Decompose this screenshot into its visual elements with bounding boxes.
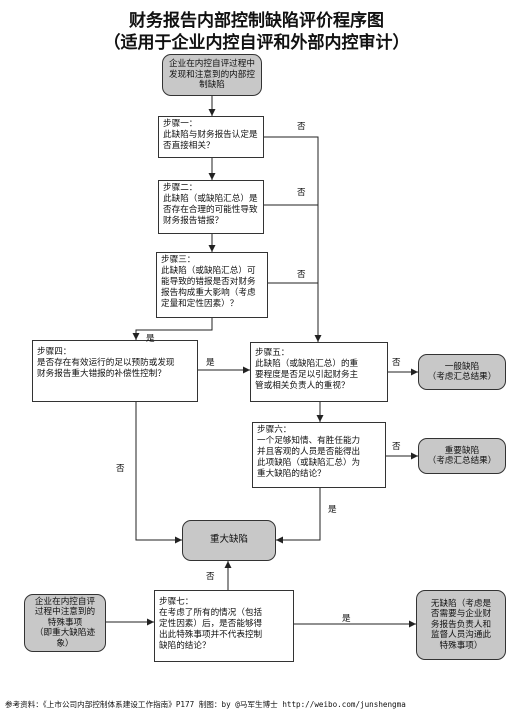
label-step5-no: 否: [392, 358, 401, 368]
step3-box: 步骤三： 此缺陷（或缺陷汇总）可 能导致的错报是否对财务 报告构成重大影响（考虑…: [156, 252, 268, 318]
step6-box: 步骤六： 一个足够知情、有胜任能力 并且客观的人员是否能得出 此项缺陷（或缺陷汇…: [252, 422, 386, 488]
start-node: 企业在内控自评过程中 发现和注意到的内部控 制缺陷: [162, 54, 262, 96]
step1-box: 步骤一： 此缺陷与财务报告认定是 否直接相关？: [158, 116, 264, 158]
general-defect-node: 一般缺陷 （考虑汇总结果）: [418, 354, 506, 390]
step5-box: 步骤五： 此缺陷（或缺陷汇总）的重 要程度是否足以引起财务主 管或相关负责人的重…: [250, 342, 388, 402]
footer-reference: 参考资料：《上市公司内部控制体系建设工作指南》P177 制图：by @马军生博士…: [5, 700, 406, 709]
diagram-subtitle: （适用于企业内控自评和外部内控审计）: [103, 33, 410, 53]
label-step4-no: 否: [116, 464, 125, 474]
label-step3-yes: 是: [146, 334, 155, 344]
important-defect-node: 重要缺陷 （考虑汇总结果）: [418, 438, 506, 474]
label-step7-yes: 是: [342, 614, 351, 624]
diagram-title: 财务报告内部控制缺陷评价程序图: [129, 11, 384, 31]
label-step2-no: 否: [297, 188, 306, 198]
label-step3-no: 否: [297, 270, 306, 280]
step4-box: 步骤四： 是否存在有效运行的足以预防或发现 财务报告重大错报的补偿性控制？: [32, 340, 198, 402]
major-defect-node: 重大缺陷: [182, 520, 276, 561]
step7-box: 步骤七： 在考虑了所有的情况（包括 定性因素）后，是否能够得 出此特殊事项并不代…: [154, 590, 294, 662]
label-step1-no: 否: [297, 122, 306, 132]
special-matters-node: 企业在内控自评 过程中注意到的 特殊事项 （即重大缺陷迹 象）: [24, 594, 106, 652]
label-step7-no: 否: [206, 572, 215, 582]
no-defect-node: 无缺陷（考虑是 否需要与企业财 务报告负责人和 监督人员沟通此 特殊事项）: [416, 590, 506, 660]
label-step6-no: 否: [392, 442, 401, 452]
label-step4-yes: 是: [206, 358, 215, 368]
label-step6-yes: 是: [328, 505, 337, 515]
step2-box: 步骤二： 此缺陷（或缺陷汇总）是 否存在合理的可能性导致 财务报告错报？: [158, 180, 264, 234]
